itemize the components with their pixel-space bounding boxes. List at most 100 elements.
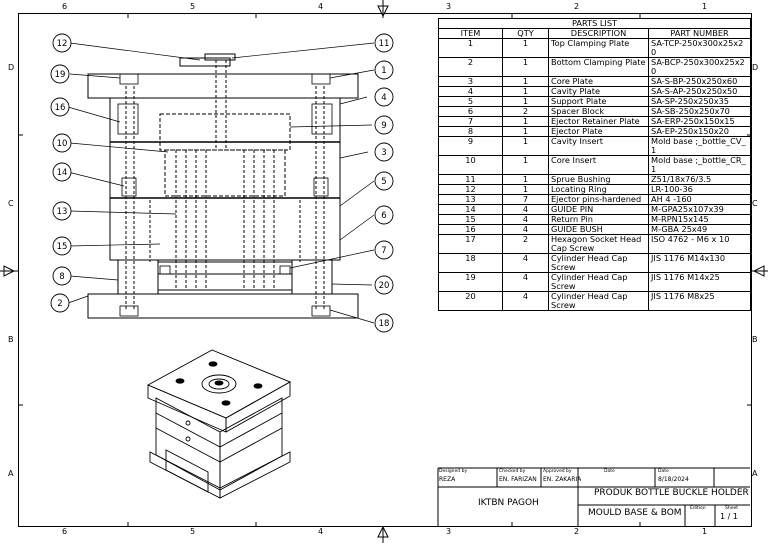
zone-col-4-bottom: 4 [318, 527, 324, 536]
zone-row-d-left: D [8, 63, 15, 72]
balloon-circle [52, 266, 72, 286]
balloon-label: 8 [59, 272, 64, 282]
drawing-border [18, 13, 752, 527]
cell-item: 2 [438, 57, 503, 77]
cell-qty: 1 [502, 38, 549, 58]
checked-by-label: Checked by [499, 469, 526, 474]
cell-part-number: Mold base ;_bottle_CV_1 [647, 136, 752, 156]
cell-item: 7 [438, 116, 503, 127]
date2-label: Date [658, 469, 669, 474]
col-header-qty: QTY [502, 28, 549, 39]
cell-qty: 7 [502, 194, 549, 205]
cell-description: Hexagon Socket Head Cap Screw [548, 234, 649, 254]
cell-part-number: JIS 1176 M14x25 [647, 272, 752, 292]
designed-by-value: REZA [439, 476, 456, 483]
cell-qty: 4 [502, 204, 549, 215]
cell-part-number: M-RPN15x145 [647, 214, 752, 225]
cell-part-number: Z51/18x76/3.5 [647, 174, 752, 185]
balloon-circle [374, 205, 394, 225]
cell-qty: 1 [502, 86, 549, 97]
title-block: Designed by REZA Checked by EN. FARIZAN … [438, 468, 750, 527]
cell-item: 6 [438, 106, 503, 117]
cell-description: Core Plate [548, 76, 649, 87]
cell-qty: 1 [502, 184, 549, 195]
balloon-circle [50, 293, 70, 313]
balloon-label: 13 [57, 207, 68, 217]
cell-part-number: SA-TCP-250x300x25x20 [647, 38, 752, 58]
zone-row-c-left: C [8, 199, 14, 208]
cell-item: 16 [438, 224, 503, 235]
cell-description: Cylinder Head Cap Screw [548, 253, 649, 273]
balloon-label: 2 [57, 299, 62, 309]
zone-row-b-right: B [752, 335, 758, 344]
cell-description: Sprue Bushing [548, 174, 649, 185]
balloon-circle [52, 162, 72, 182]
balloon-label: 10 [57, 139, 68, 149]
cell-qty: 1 [502, 136, 549, 156]
cell-description: Cavity Insert [548, 136, 649, 156]
cell-item: 13 [438, 194, 503, 205]
sheet-value: 1 / 1 [720, 512, 738, 521]
cell-item: 9 [438, 136, 503, 156]
cell-description: Return Pin [548, 214, 649, 225]
cell-item: 1 [438, 38, 503, 58]
balloon-label: 5 [381, 177, 386, 187]
cell-description: Cylinder Head Cap Screw [548, 291, 649, 311]
balloon-label: 9 [381, 121, 386, 131]
col-header-description: DESCRIPTION [548, 28, 649, 39]
cell-part-number: JIS 1176 M14x130 [647, 253, 752, 273]
cell-item: 20 [438, 291, 503, 311]
cell-qty: 4 [502, 272, 549, 292]
zone-col-2-top: 2 [574, 2, 580, 11]
approved-by-label: Approved by [543, 469, 572, 474]
cell-qty: 1 [502, 76, 549, 87]
cell-item: 19 [438, 272, 503, 292]
balloon-circle [52, 201, 72, 221]
cell-part-number: AH 4 -160 [647, 194, 752, 205]
designed-by-label: Designed by [439, 469, 468, 474]
cell-part-number: JIS 1176 M8x25 [647, 291, 752, 311]
cell-part-number: ISO 4762 - M6 x 10 [647, 234, 752, 254]
balloon-label: 3 [381, 148, 386, 158]
cell-description: Support Plate [548, 96, 649, 107]
cell-qty: 4 [502, 214, 549, 225]
balloon-label: 14 [57, 168, 68, 178]
drawing-subtitle: MOULD BASE & BOM [588, 508, 682, 518]
balloon-circle [50, 97, 70, 117]
cell-item: 8 [438, 126, 503, 137]
balloon-circle [374, 313, 394, 333]
zone-col-5-top: 5 [190, 2, 196, 11]
date-value: 8/18/2024 [658, 476, 689, 483]
cell-qty: 1 [502, 155, 549, 175]
edition-label: Edition [690, 506, 706, 511]
zone-col-1-top: 1 [702, 2, 708, 11]
cell-description: Ejector pins-hardened [548, 194, 649, 205]
company-name: IKTBN PAGOH [478, 498, 539, 508]
cell-description: Cavity Plate [548, 86, 649, 97]
balloon-circle [374, 171, 394, 191]
cell-part-number: Mold base ;_bottle_CR_1 [647, 155, 752, 175]
cell-description: Ejector Plate [548, 126, 649, 137]
col-header-part-number: PART NUMBER [647, 28, 752, 39]
approved-by-value: EN. ZAKARIA [543, 476, 582, 483]
cell-qty: 1 [502, 116, 549, 127]
balloon-circle [374, 275, 394, 295]
cell-qty: 1 [502, 57, 549, 77]
zone-col-6-bottom: 6 [62, 527, 68, 536]
cell-part-number: SA-SB-250x250x70 [647, 106, 752, 117]
cell-qty: 1 [502, 96, 549, 107]
sheet-label: Sheet [725, 506, 739, 511]
col-header-item: ITEM [438, 28, 503, 39]
cell-part-number: SA-S-BP-250x250x60 [647, 76, 752, 87]
